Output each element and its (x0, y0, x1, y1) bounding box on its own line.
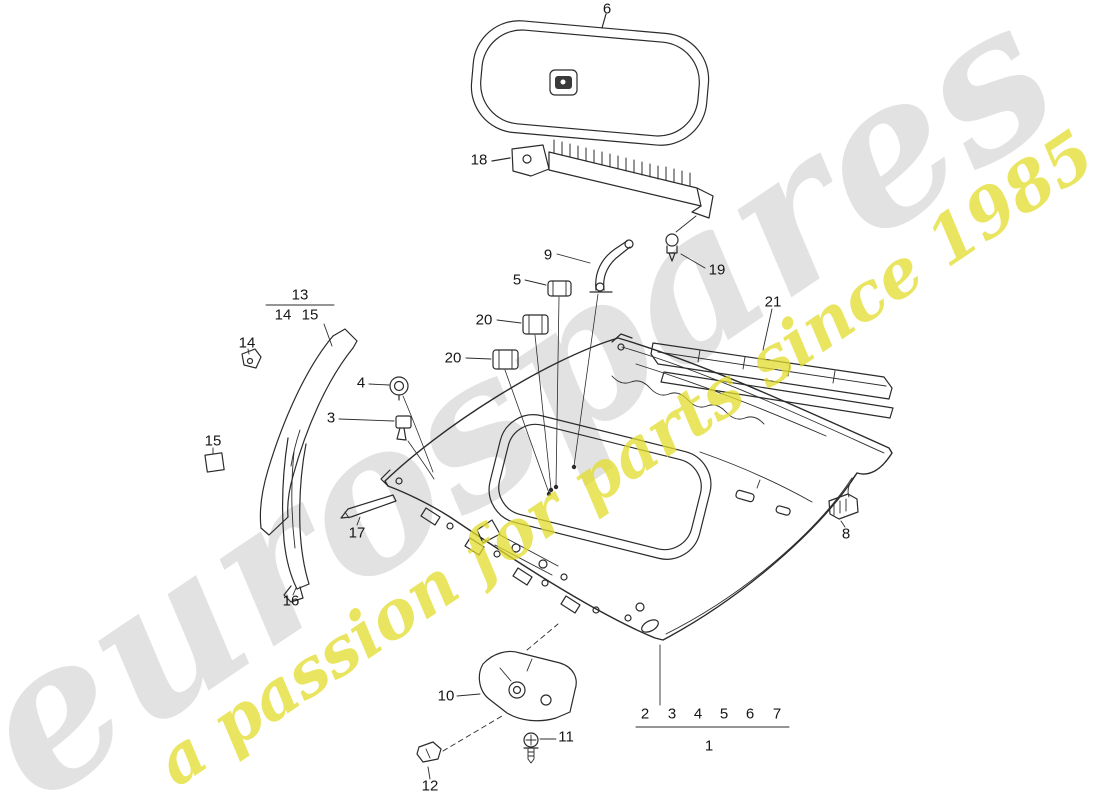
part-3-clip (338, 415, 435, 480)
part-13-a-pillar-trim (259, 304, 358, 536)
part-8-clip (828, 493, 859, 528)
part-19-push-pin (665, 233, 706, 269)
part-11-bolt (523, 732, 557, 764)
part-4-grommet (368, 376, 434, 473)
part-12-clip (416, 741, 442, 780)
part-16-lower-trim (282, 437, 310, 603)
part-10-bracket (442, 623, 577, 752)
attachment-points (546, 464, 577, 497)
part-14-clip (241, 348, 262, 369)
part-21-rear-strip (650, 308, 894, 419)
part-20-clip-lower (465, 349, 550, 494)
part-17-screw (340, 494, 397, 526)
part-15-pad (204, 447, 225, 473)
part-5-clip (524, 279, 572, 487)
part-20-clip-upper (496, 314, 552, 490)
part-6-sunroof-seal (470, 13, 710, 146)
part-9-bracket (556, 239, 634, 467)
part-18-comb-bracket (491, 139, 714, 233)
part-1-headliner-panel (380, 333, 893, 728)
